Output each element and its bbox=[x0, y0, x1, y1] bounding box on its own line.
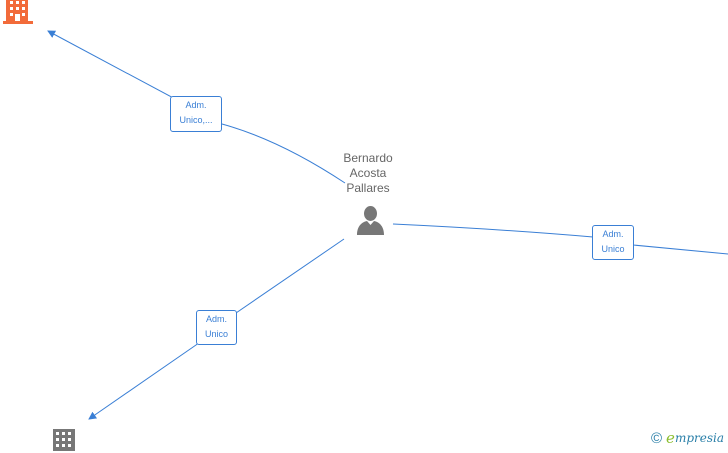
edge-line-top-left bbox=[47, 30, 346, 184]
edge-line-right bbox=[392, 223, 728, 255]
edge-label-right[interactable]: Adm. Unico bbox=[592, 225, 634, 260]
edge-label-line: Unico bbox=[601, 244, 625, 254]
person-name-line: Acosta bbox=[349, 166, 387, 180]
edge-label-line: Unico bbox=[204, 329, 228, 339]
edge-label-line: Unico,... bbox=[179, 115, 213, 125]
person-icon[interactable] bbox=[355, 205, 386, 235]
person-name: Bernardo Acosta Pallares bbox=[328, 151, 408, 196]
edge-label-line: Adm. bbox=[602, 229, 624, 239]
person-name-line: Pallares bbox=[346, 181, 390, 195]
brand-watermark: © e mpresia bbox=[651, 429, 724, 447]
brand-logo-initial: e bbox=[666, 429, 675, 447]
brand-logo-text: mpresia bbox=[674, 431, 724, 445]
edge-label-line: Adm. bbox=[205, 314, 227, 324]
edge-label-top-left[interactable]: Adm. Unico,... bbox=[170, 96, 222, 132]
copyright-icon: © bbox=[650, 429, 663, 447]
building-icon[interactable] bbox=[51, 427, 77, 453]
building-icon[interactable] bbox=[2, 0, 34, 27]
person-name-line: Bernardo bbox=[343, 151, 393, 165]
edge-label-line: Adm. bbox=[185, 100, 207, 110]
edge-label-bottom-left[interactable]: Adm. Unico bbox=[196, 310, 237, 345]
